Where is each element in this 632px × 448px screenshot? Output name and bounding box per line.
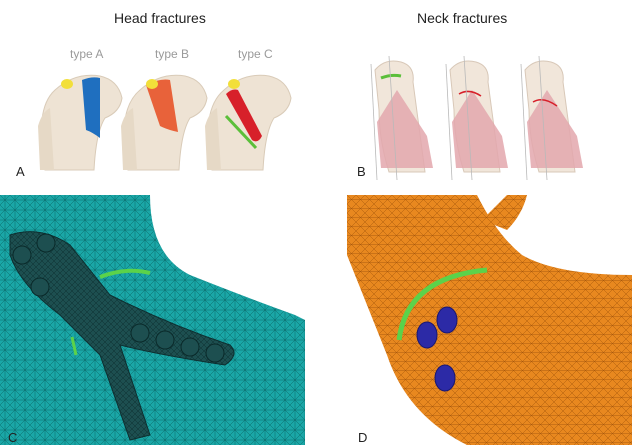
- panel-d-screw-mesh: [347, 195, 632, 445]
- type-a-label: type A: [70, 47, 103, 61]
- panel-a-head-fractures: type A type B type C: [20, 40, 320, 190]
- panel-a-letter: A: [16, 164, 25, 179]
- head-fractures-title: Head fractures: [114, 10, 206, 26]
- orange-bone-mesh: [347, 195, 632, 445]
- panel-b-neck-fractures: [345, 40, 615, 190]
- panel-d-letter: D: [358, 430, 367, 445]
- screw-3: [435, 365, 455, 391]
- panel-c-plate-mesh: [0, 195, 305, 445]
- condyle-type-b: [121, 75, 207, 170]
- type-c-label: type C: [238, 47, 273, 61]
- neck-condyle-3: [521, 56, 583, 180]
- neck-condyle-2: [446, 56, 508, 180]
- highlight-yellow: [61, 79, 73, 89]
- neck-fractures-title: Neck fractures: [417, 10, 507, 26]
- panel-b-letter: B: [357, 164, 366, 179]
- condyle-type-c: [205, 75, 291, 170]
- screw-2: [417, 322, 437, 348]
- neck-condyle-1: [371, 56, 433, 180]
- panel-c-letter: C: [8, 430, 17, 445]
- screw-1: [437, 307, 457, 333]
- condyle-type-a: [38, 75, 122, 170]
- type-b-label: type B: [155, 47, 189, 61]
